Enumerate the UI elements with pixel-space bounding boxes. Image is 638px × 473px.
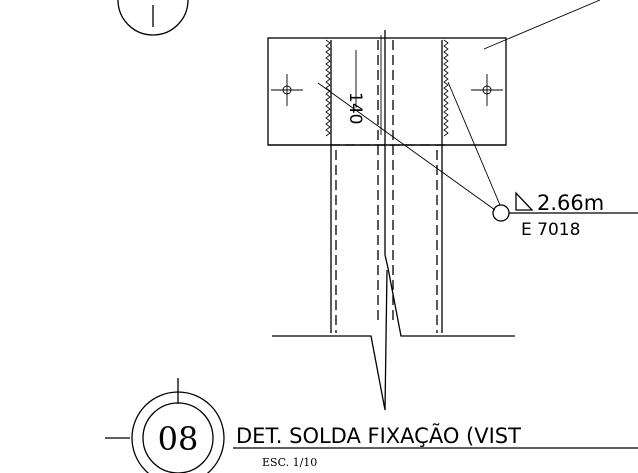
weld-bead-right — [443, 39, 449, 137]
weld-symbol: 2.66m E 7018 — [492, 191, 638, 240]
base-plate — [267, 37, 507, 146]
bolt-hole-left — [271, 74, 303, 106]
detail-marker: 08 — [105, 378, 225, 473]
dimension-140: 140 — [345, 50, 365, 124]
dimension-value: 140 — [345, 92, 365, 124]
weld-leader-lines — [317, 0, 601, 211]
reference-circle-top — [117, 0, 189, 36]
detail-number: 08 — [158, 420, 199, 458]
detail-scale: ESC. 1/10 — [262, 456, 317, 469]
bolt-hole-right — [471, 74, 503, 106]
detail-title: DET. SOLDA FIXAÇÃO (VIST — [236, 422, 521, 448]
break-line — [272, 254, 515, 411]
weld-electrode: E 7018 — [521, 220, 580, 240]
column-profile — [330, 30, 443, 333]
weld-bead-left — [325, 39, 331, 137]
weld-size: 2.66m — [537, 191, 604, 215]
